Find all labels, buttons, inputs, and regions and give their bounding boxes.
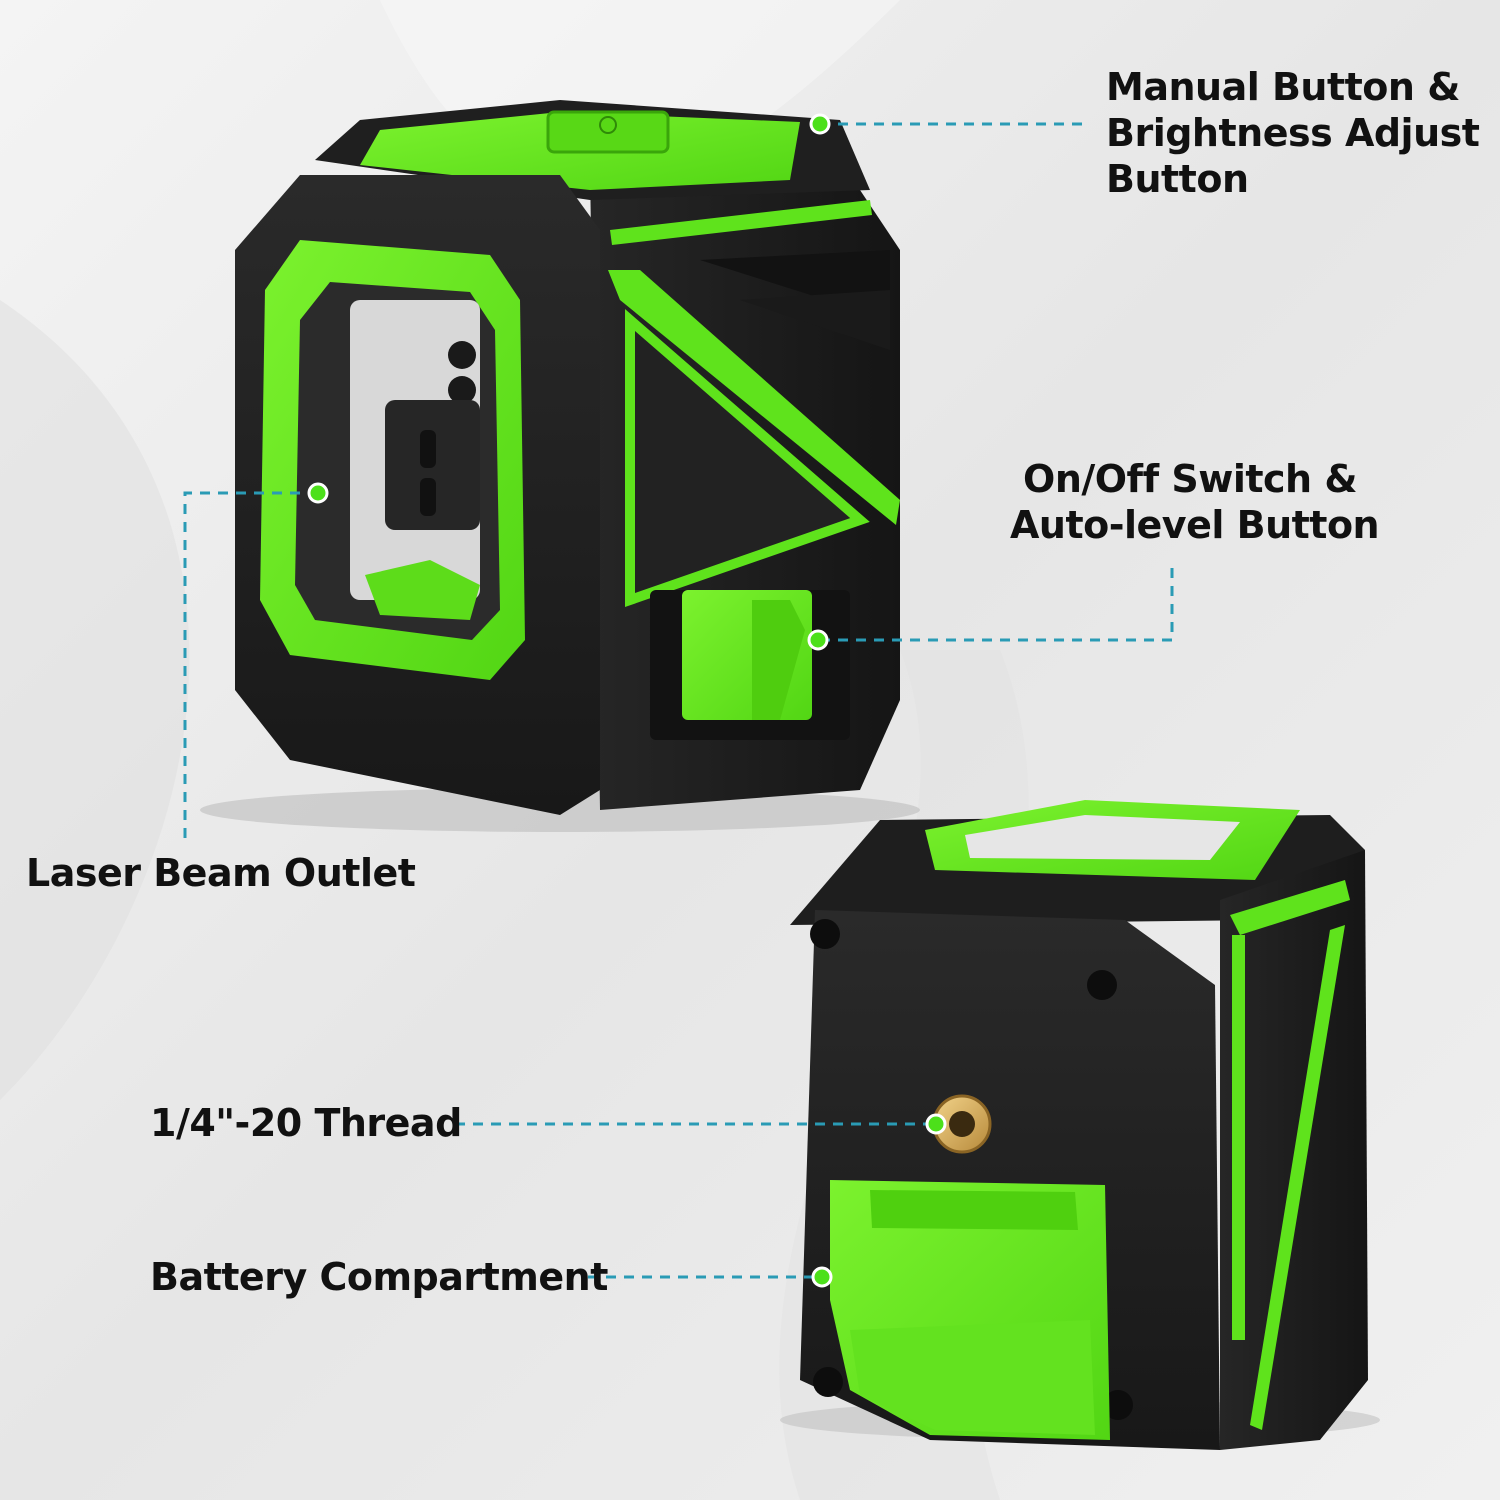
screw (810, 919, 840, 949)
background-fold (0, 300, 190, 1100)
callout-label-manual-button: Manual Button & Brightness Adjust Button (1106, 64, 1480, 202)
callout-dot-laser (307, 482, 329, 504)
laser-lens-slot (420, 478, 436, 516)
power-logo-icon (599, 116, 617, 134)
side-rib (740, 290, 890, 350)
top-window (965, 815, 1240, 860)
mechanism-hole (448, 376, 476, 404)
callout-line-onoff (820, 560, 1174, 642)
screw (1103, 1390, 1133, 1420)
laser-lens-slot (420, 430, 436, 468)
side-green-stripe (1232, 935, 1245, 1340)
laser-level-rear-view (780, 800, 1380, 1450)
callout-lines (183, 122, 1174, 1279)
callout-label-onoff-switch: On/Off Switch & Auto-level Button (1010, 456, 1380, 548)
callout-dot-thread (925, 1113, 947, 1135)
callout-line-laser (183, 491, 318, 840)
side-green-stripe (610, 200, 872, 245)
callout-label-line: Auto-level Button (1010, 503, 1380, 547)
callout-label-line: Button (1106, 157, 1249, 201)
switch-ridge (752, 600, 805, 720)
callout-label-thread: 1/4"-20 Thread (150, 1101, 462, 1145)
screw (813, 1367, 843, 1397)
side-triangle-recess (625, 309, 870, 608)
laser-level-front-view (200, 100, 920, 832)
callout-dot-onoff (807, 629, 829, 651)
callout-label-laser-outlet: Laser Beam Outlet (26, 851, 416, 895)
callout-label-line: On/Off Switch & (1023, 457, 1357, 501)
callout-dot-manual (809, 113, 831, 135)
callout-label-line: Brightness Adjust (1106, 111, 1480, 155)
callout-label-line: Manual Button & (1106, 65, 1460, 109)
screw (1087, 970, 1117, 1000)
callout-dots (307, 113, 947, 1288)
callout-dot-battery (811, 1266, 833, 1288)
tripod-thread-hole (949, 1111, 975, 1137)
side-green-stripe (608, 270, 900, 525)
callout-label-battery: Battery Compartment (150, 1255, 608, 1299)
battery-cover-tab (870, 1190, 1078, 1230)
battery-cover-recess (850, 1320, 1095, 1435)
mechanism-hole (448, 341, 476, 369)
side-green-stripe (1250, 925, 1345, 1430)
mechanism-green-bracket (365, 560, 480, 620)
side-green-stripe (1230, 880, 1350, 935)
